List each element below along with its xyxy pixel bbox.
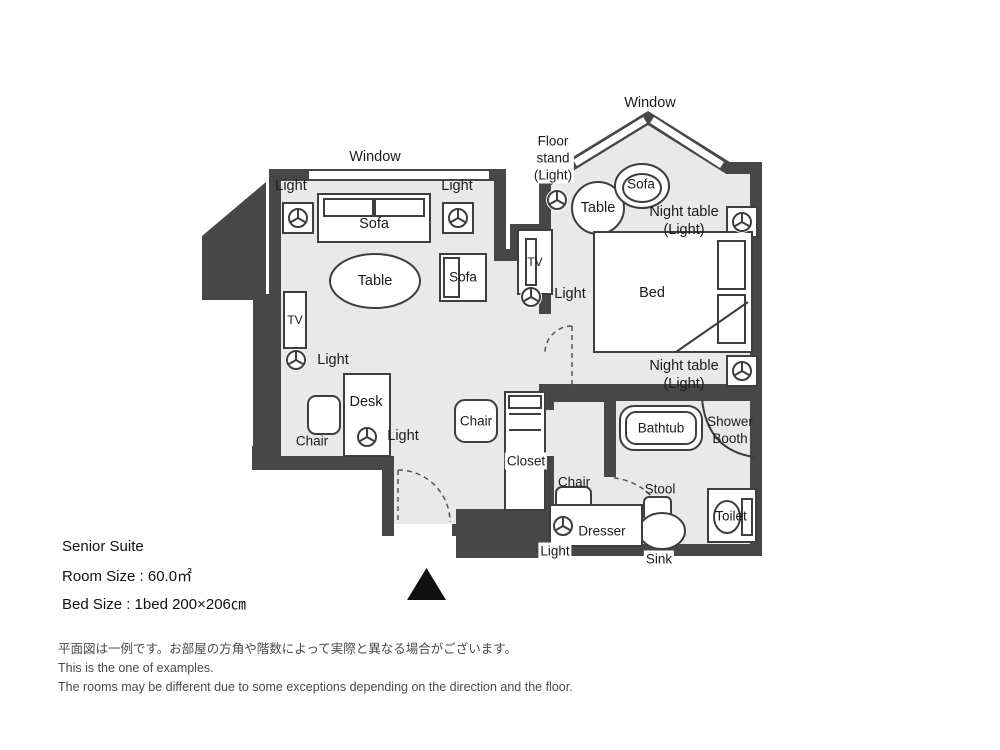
wall-block-top-left	[202, 182, 266, 300]
hall-chair	[454, 399, 498, 443]
floor-plan-drawing	[202, 110, 762, 600]
label-night-table-bottom-line2: (Light)	[663, 376, 705, 392]
label-floor-stand-line1: Floor	[537, 133, 569, 149]
shower-booth-curve	[701, 398, 755, 458]
light-icon-desk	[355, 425, 379, 449]
light-icon-night-table-bottom	[730, 359, 754, 383]
entrance-door-arc	[397, 469, 451, 523]
closet	[504, 391, 546, 511]
light-icon-top-left	[286, 206, 310, 230]
label-table-bedroom: Table	[580, 200, 616, 216]
label-tv-living: TV	[287, 313, 303, 327]
label-light-living: Light	[317, 352, 349, 368]
label-bed: Bed	[639, 285, 665, 301]
label-stool: Stool	[644, 481, 676, 497]
tv-living	[283, 291, 307, 349]
label-light-top-right: Light	[441, 178, 473, 194]
label-light-top-left: Light	[275, 178, 307, 194]
window-bay-left-glass	[573, 117, 647, 166]
windows	[309, 117, 724, 179]
label-night-table-top-line2: (Light)	[663, 222, 705, 238]
disclaimer-en-1: This is the one of examples.	[58, 661, 214, 675]
light-icon-floor-stand	[545, 188, 569, 212]
label-tv-bedroom: TV	[527, 255, 543, 269]
label-table-living: Table	[357, 273, 393, 289]
pillow-1	[717, 240, 746, 290]
light-icon-living	[284, 348, 308, 372]
sofa-cushion-left	[323, 198, 374, 217]
light-icon-top-right	[446, 206, 470, 230]
label-dresser: Dresser	[578, 523, 626, 539]
furniture	[282, 163, 758, 550]
bathtub-inner	[625, 411, 697, 445]
table-living	[329, 253, 421, 309]
toilet-tank	[741, 498, 753, 536]
label-floor-stand: Floor stand (Light)	[531, 132, 575, 184]
opening-entrance	[394, 524, 452, 537]
label-sofa-bedroom: Sofa	[627, 176, 655, 192]
sink	[638, 512, 686, 550]
bedroom-door-arc	[544, 325, 573, 353]
tv-bedroom	[525, 238, 537, 286]
label-night-table-bottom-line1: Night table	[649, 358, 719, 374]
suite-title: Senior Suite	[62, 538, 144, 555]
label-sink: Sink	[643, 550, 675, 568]
label-shower-line1: Shower	[707, 414, 753, 429]
closet-shelf	[508, 395, 542, 409]
label-floor-stand-line2: stand	[536, 150, 570, 166]
label-toilet: Toilet	[715, 508, 747, 524]
light-icon-night-table-top	[730, 210, 754, 234]
label-light-dresser: Light	[538, 542, 572, 560]
label-sofa-small: Sofa	[449, 269, 477, 285]
label-floor-stand-line3: (Light)	[533, 167, 573, 183]
label-desk: Desk	[349, 394, 383, 410]
disclaimer-jp: 平面図は一例です。お部屋の方角や階数によって実際と異なる場合がございます。	[58, 642, 518, 656]
label-sofa-living: Sofa	[359, 216, 389, 232]
label-night-table-top-line1: Night table	[649, 204, 719, 220]
entrance-marker	[407, 568, 446, 600]
sofa-small-back	[443, 257, 460, 298]
label-hall-chair: Chair	[459, 413, 493, 429]
label-dresser-chair: Chair	[557, 474, 591, 490]
label-bathtub: Bathtub	[637, 420, 685, 436]
window-bay-right-glass	[650, 117, 724, 168]
toilet-bowl	[713, 500, 741, 534]
label-light-bedroom: Light	[554, 286, 586, 302]
label-night-table-top: Night table (Light)	[649, 203, 718, 239]
sofa-bedroom-seat	[622, 173, 662, 203]
label-window-living: Window	[349, 149, 401, 165]
room-size: Room Size : 60.0㎡	[62, 568, 193, 585]
label-desk-chair: Chair	[295, 433, 329, 449]
label-shower-booth: Shower Booth	[707, 413, 753, 447]
label-light-desk: Light	[387, 428, 419, 444]
label-window-bedroom: Window	[624, 95, 676, 111]
label-closet: Closet	[504, 452, 548, 470]
sofa-cushion-right	[374, 198, 425, 217]
opening-living-bedroom	[537, 314, 559, 384]
light-icon-bedroom-tv	[519, 285, 543, 309]
light-icon-dresser	[551, 514, 575, 538]
disclaimer-en-2: The rooms may be different due to some e…	[58, 680, 573, 694]
desk-chair	[307, 395, 341, 435]
label-shower-line2: Booth	[712, 431, 748, 446]
label-night-table-bottom: Night table (Light)	[649, 357, 718, 393]
bed-size: Bed Size : 1bed 200×206㎝	[62, 596, 246, 613]
bed-fold-line	[675, 301, 749, 353]
